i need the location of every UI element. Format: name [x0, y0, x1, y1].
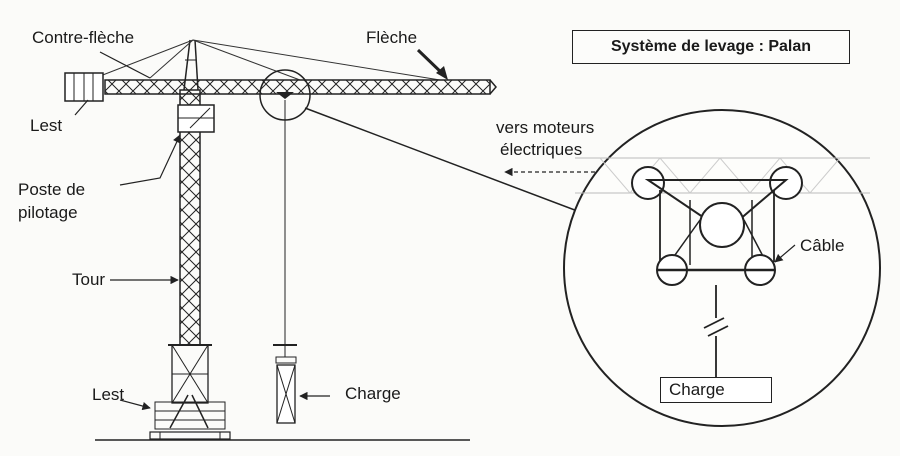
label-poste-line2: pilotage	[18, 203, 78, 222]
label-vers-moteurs-line1: vers moteurs	[496, 118, 595, 137]
hoist-detail-circle	[563, 109, 881, 427]
label-cable: Câble	[800, 236, 845, 255]
operator-cab	[177, 104, 215, 133]
diagram-title: Système de levage : Palan	[572, 30, 850, 64]
label-tour: Tour	[72, 270, 106, 289]
label-contre-fleche: Contre-flèche	[32, 28, 135, 47]
label-leaders	[74, 51, 796, 411]
tower-lower-section	[168, 344, 212, 404]
label-vers-moteurs-line2: électriques	[500, 140, 583, 159]
label-lest-bottom: Lest	[92, 385, 125, 404]
label-charge: Charge	[345, 384, 401, 403]
label-fleche: Flèche	[366, 28, 418, 47]
detail-connector	[304, 107, 581, 213]
jib	[104, 79, 497, 95]
base-ballast	[154, 401, 226, 430]
label-poste-line1: Poste de	[18, 180, 86, 199]
fleche-arrow	[416, 48, 448, 80]
detail-charge-box: Charge	[660, 377, 772, 403]
stay-cables	[94, 39, 441, 81]
counterweight	[64, 72, 104, 102]
hoist-cable-and-load	[273, 100, 297, 424]
label-lest-top: Lest	[30, 116, 63, 135]
